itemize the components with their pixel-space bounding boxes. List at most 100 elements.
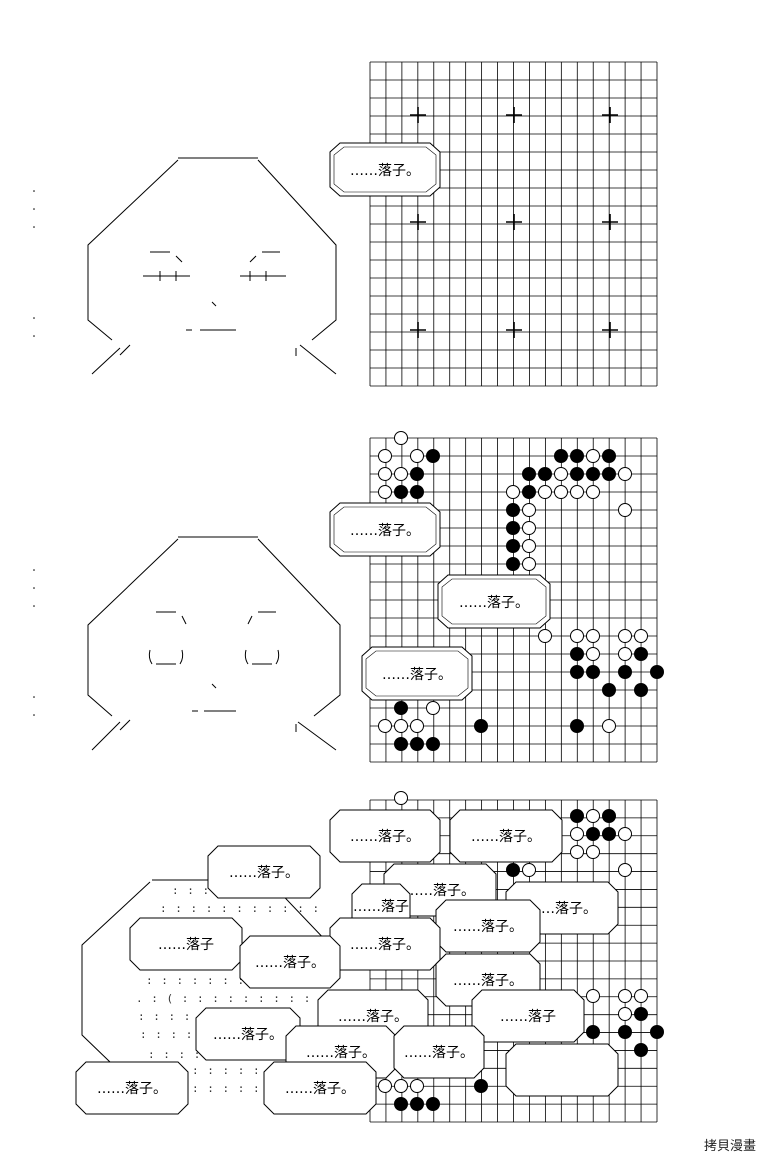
white-stone [634,989,648,1003]
black-stone [538,467,552,481]
speech-bubble [505,1043,619,1097]
black-stone [586,827,600,841]
white-stone [618,989,632,1003]
dotted-lines [33,190,35,337]
black-stone [634,1043,648,1057]
black-stone [506,863,520,877]
black-stone [602,809,616,823]
bubble-outline [471,989,585,1043]
dotted-lines [33,569,35,716]
black-stone [394,701,408,715]
black-stone [506,539,520,553]
white-stone [522,521,536,535]
speech-bubble: ……落子。 [505,881,619,935]
speech-text: ……落子 [500,1009,556,1025]
black-stone [586,467,600,481]
bubble-outline [449,809,563,863]
black-stone [634,1007,648,1021]
svg-text:: : : : :: : : : : : [140,1028,209,1041]
white-stone [426,701,440,715]
black-stone [394,737,408,751]
panel-1: ……落子。 [33,61,658,387]
speech-bubble: ……落子 [351,883,411,929]
star-point [506,107,522,123]
white-stone [554,467,568,481]
bubble-outline [263,1061,377,1115]
black-stone [634,647,648,661]
white-stone [378,467,392,481]
speech-text: ……落子。 [306,1045,376,1061]
black-stone [410,485,424,499]
white-stone [410,1079,424,1093]
black-stone [522,485,536,499]
black-stone [506,557,520,571]
speech-text: ……落子。 [229,865,299,881]
face-outline [87,536,341,751]
white-stone [522,557,536,571]
speech-bubble: ……落子。 [449,809,563,863]
white-stone [618,467,632,481]
face-features [143,251,297,356]
star-point [602,214,618,230]
star-point [410,322,426,338]
white-stone [586,989,600,1003]
black-stone [586,665,600,679]
speech-bubble: ……落子。 [435,899,541,953]
white-stone [586,629,600,643]
star-point [602,322,618,338]
star-point [506,322,522,338]
speech-text: ……落子 [158,937,214,953]
speech-bubble: ……落子。 [195,1007,301,1061]
black-stone [586,1025,600,1039]
speech-text: ……落子。 [527,901,597,917]
watermark-text: 拷貝漫畫 [704,1139,756,1154]
white-stone [378,719,392,733]
speech-text: ……落子。 [350,163,420,179]
black-stone [650,1025,664,1039]
speech-bubble: ……落子。 [75,1061,189,1115]
white-stone [378,449,392,463]
speech-text: ……落子。 [404,1045,474,1061]
black-stone [570,449,584,463]
panel-2: ……落子。 ……落子。 ……落子。 [33,431,664,763]
speech-bubble: ……落子。 [437,574,551,629]
speech-bubble: ……落子。 [329,502,441,557]
black-stone [602,467,616,481]
black-stone [570,467,584,481]
white-stone [586,809,600,823]
black-stone [394,1097,408,1111]
black-stone [394,485,408,499]
white-stone [522,503,536,517]
speech-text: ……落子。 [453,919,523,935]
white-stone [586,449,600,463]
speech-bubble: ……落子。 [329,142,441,197]
black-stone [522,467,536,481]
speech-bubbles: ……落子。……落子。……落子。……落子。……落子……落子。……落子。……落子……… [75,809,619,1115]
white-stone [602,719,616,733]
watermark: 拷貝漫畫 [704,1139,756,1154]
speech-text: ……落子。 [255,955,325,971]
white-stone [378,485,392,499]
speech-bubble: ……落子 [129,917,243,971]
black-stone [618,665,632,679]
speech-text: ……落子 [353,899,409,915]
go-board [369,61,658,387]
go-stones [378,791,664,1111]
speech-text: ……落子。 [285,1081,355,1097]
speech-bubble: ……落子。 [329,917,441,971]
bubble-outline [435,899,541,953]
svg-text:: : : : : : : : : : :: : : : : : : : : : : : [160,902,320,915]
speech-text: ……落子。 [471,829,541,845]
white-stone [378,1079,392,1093]
star-point [506,214,522,230]
white-stone [570,485,584,499]
white-stone [618,863,632,877]
speech-text: ……落子。 [350,829,420,845]
black-stone [634,683,648,697]
white-stone [394,467,408,481]
speech-text: ……落子。 [338,1009,408,1025]
white-stone [618,647,632,661]
white-stone [394,791,408,805]
speech-text: ……落子。 [405,883,475,899]
